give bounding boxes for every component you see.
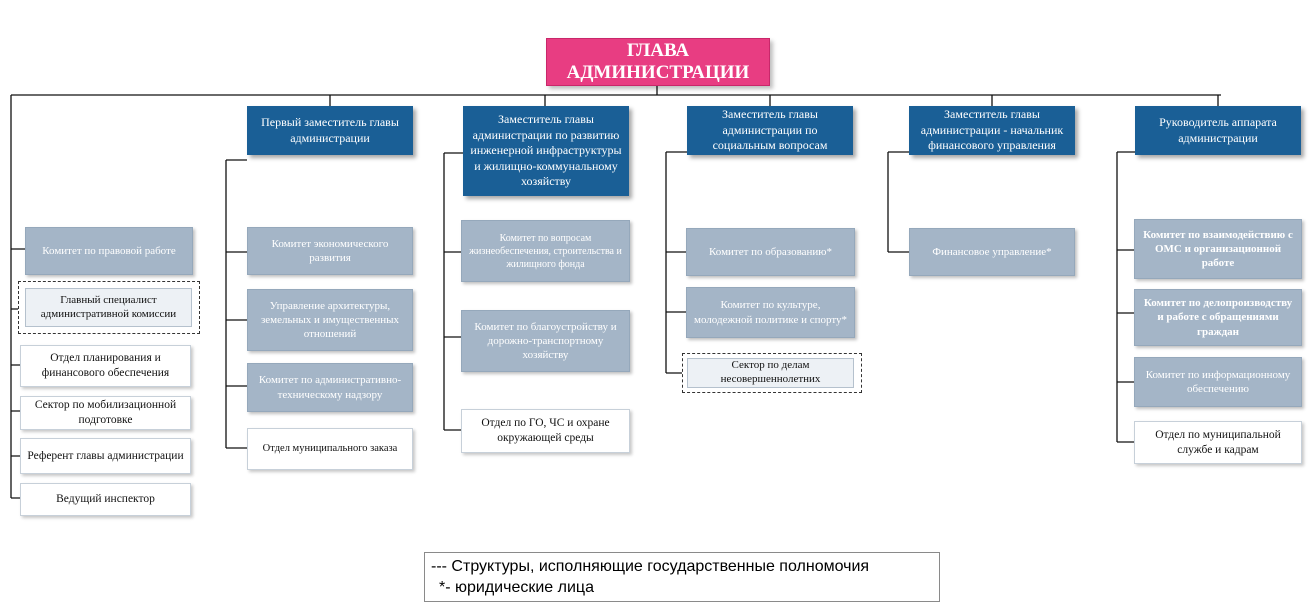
unit-civil-defense: Отдел по ГО, ЧС и охране окружающей сред… bbox=[461, 409, 630, 453]
unit-head-referent: Референт главы администрации bbox=[20, 438, 191, 474]
connector-head-units bbox=[10, 95, 25, 499]
unit-finance-department: Финансовое управление* bbox=[909, 228, 1075, 276]
connector-social-units bbox=[665, 151, 687, 374]
deputy-first: Первый заместитель главы администрации bbox=[247, 106, 413, 155]
legend-legal-entities: *- юридические лица bbox=[439, 578, 594, 596]
head-box: ГЛАВА АДМИНИСТРАЦИИ bbox=[546, 38, 770, 86]
unit-information-support: Комитет по информационному обеспечению bbox=[1134, 357, 1302, 407]
unit-culture: Комитет по культуре, молодежной политике… bbox=[686, 287, 855, 338]
unit-technical-supervision: Комитет по административно-техническому … bbox=[247, 363, 413, 412]
unit-lead-inspector: Ведущий инспектор bbox=[20, 483, 191, 516]
unit-economic-committee: Комитет экономического развития bbox=[247, 227, 413, 275]
state-powers-frame bbox=[18, 281, 200, 334]
unit-landscaping-roads: Комитет по благоустройству и дорожно-тра… bbox=[461, 310, 630, 372]
deputy-apparatus: Руководитель аппарата администрации bbox=[1135, 106, 1301, 155]
unit-education: Комитет по образованию* bbox=[686, 228, 855, 276]
deputy-finance: Заместитель главы администрации - началь… bbox=[909, 106, 1075, 155]
deputy-infrastructure: Заместитель главы администрации по разви… bbox=[463, 106, 629, 196]
unit-oms-interaction: Комитет по взаимодействию с ОМС и органи… bbox=[1134, 219, 1302, 279]
unit-legal-committee: Комитет по правовой работе bbox=[25, 227, 193, 275]
connector-first-deputy-units bbox=[225, 159, 247, 449]
unit-mobilization: Сектор по мобилизационной подготовке bbox=[20, 396, 191, 430]
unit-architecture: Управление архитектуры, земельных и имущ… bbox=[247, 289, 413, 351]
connector-finance-units bbox=[887, 151, 909, 253]
unit-life-support: Комитет по вопросам жизнеобеспечения, ст… bbox=[461, 220, 630, 282]
legend-box: --- Структуры, исполняющие государственн… bbox=[424, 552, 940, 602]
unit-juvenile-affairs: Сектор по делам несовершеннолетних bbox=[687, 358, 854, 388]
unit-admin-commission-specialist: Главный специалист административной коми… bbox=[25, 288, 192, 327]
legend-state-powers: --- Структуры, исполняющие государственн… bbox=[431, 558, 870, 575]
connector-apparatus-units bbox=[1116, 151, 1135, 443]
unit-planning-finance: Отдел планирования и финансового обеспеч… bbox=[20, 345, 191, 387]
unit-records-appeals: Комитет по делопроизводству и работе с о… bbox=[1134, 289, 1302, 346]
juvenile-sector-frame bbox=[682, 353, 862, 393]
deputy-social: Заместитель главы администрации по социа… bbox=[687, 106, 853, 155]
unit-municipal-procurement: Отдел муниципального заказа bbox=[247, 428, 413, 470]
unit-hr-municipal-service: Отдел по муниципальной службе и кадрам bbox=[1134, 421, 1302, 464]
connector-infra-units bbox=[443, 152, 463, 431]
